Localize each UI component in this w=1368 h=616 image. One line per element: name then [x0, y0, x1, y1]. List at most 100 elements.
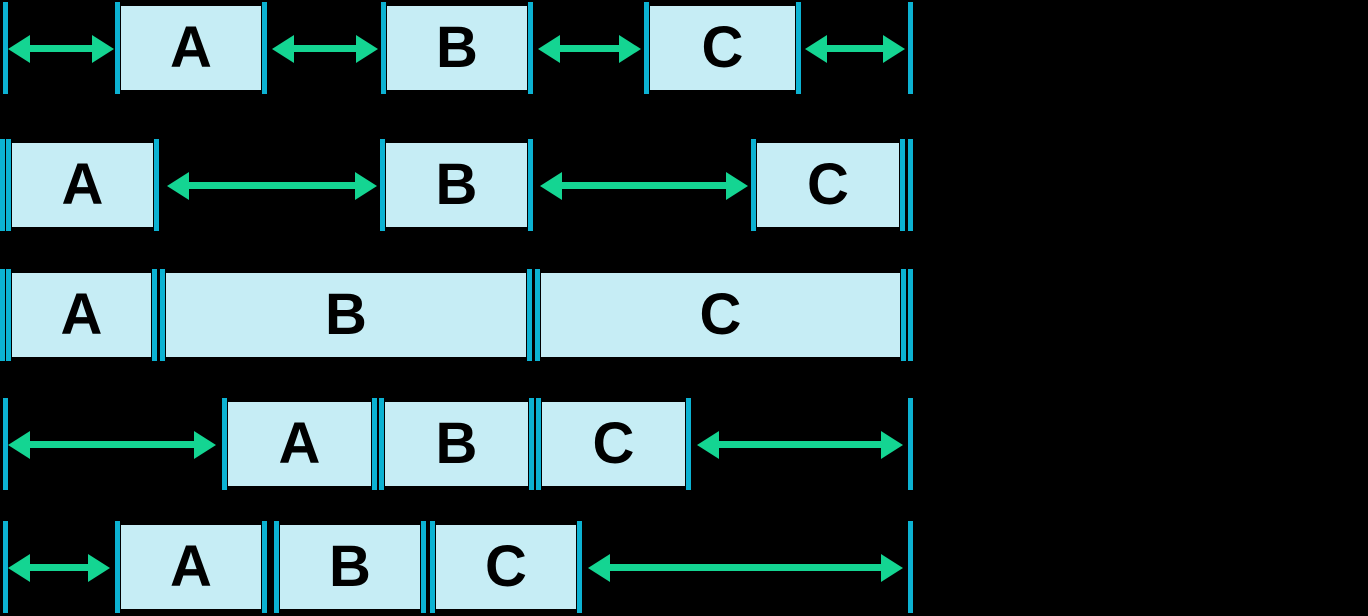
box-label: B: [435, 152, 478, 217]
box-edge-bar: [222, 398, 227, 490]
box-fill: A: [11, 141, 154, 229]
box-edge-bar: [577, 521, 582, 613]
box-fill: A: [11, 271, 152, 359]
arrow-shaft: [22, 564, 96, 571]
arrow-right-head-icon: [355, 172, 377, 200]
box-edge-bar: [528, 2, 533, 94]
chain-row-spread: A B C: [0, 2, 920, 94]
box-edge-bar: [379, 398, 384, 490]
box-edge-bar: [381, 2, 386, 94]
box-fill: A: [120, 523, 262, 611]
arrow-shaft: [552, 45, 627, 52]
chain-row-weighted: A B C: [0, 269, 920, 361]
right-anchor-bar: [908, 398, 913, 490]
box-b: B: [380, 139, 533, 231]
right-anchor-bar: [908, 139, 913, 231]
box-edge-bar: [686, 398, 691, 490]
box-a: A: [6, 139, 159, 231]
gap-arrow: [538, 35, 641, 63]
left-anchor-bar: [3, 2, 8, 94]
arrow-right-head-icon: [883, 35, 905, 63]
box-edge-bar: [527, 269, 532, 361]
arrow-left-head-icon: [272, 35, 294, 63]
box-fill: B: [279, 523, 421, 611]
box-edge-bar: [644, 2, 649, 94]
box-edge-bar: [160, 269, 165, 361]
box-edge-bar: [421, 521, 426, 613]
chain-row-packed-bias: A B C: [0, 521, 920, 613]
arrow-shaft: [602, 564, 889, 571]
box-fill: C: [649, 4, 796, 92]
box-fill: A: [227, 400, 372, 488]
right-anchor-bar: [908, 521, 913, 613]
box-label: B: [436, 15, 478, 80]
arrow-shaft: [554, 182, 734, 189]
box-edge-bar: [6, 269, 11, 361]
arrow-right-head-icon: [92, 35, 114, 63]
box-edge-bar: [262, 2, 267, 94]
chain-row-spread-inside: A B C: [0, 139, 920, 231]
box-fill: C: [435, 523, 577, 611]
left-anchor-bar: [3, 398, 8, 490]
box-fill: A: [120, 4, 262, 92]
gap-arrow: [8, 35, 114, 63]
left-anchor-bar: [3, 521, 8, 613]
box-a: A: [222, 398, 377, 490]
right-anchor-bar: [908, 269, 913, 361]
box-fill: B: [386, 4, 528, 92]
box-c: C: [644, 2, 801, 94]
box-edge-bar: [535, 269, 540, 361]
box-label: C: [592, 411, 635, 476]
box-edge-bar: [154, 139, 159, 231]
box-edge-bar: [115, 2, 120, 94]
arrow-left-head-icon: [167, 172, 189, 200]
box-edge-bar: [900, 139, 905, 231]
arrow-shaft: [286, 45, 364, 52]
box-fill: C: [540, 271, 901, 359]
box-b: B: [160, 269, 532, 361]
left-anchor-bar: [0, 269, 5, 361]
gap-arrow: [8, 554, 110, 582]
box-c: C: [751, 139, 905, 231]
arrow-right-head-icon: [726, 172, 748, 200]
box-b: B: [274, 521, 426, 613]
arrow-right-head-icon: [356, 35, 378, 63]
box-fill: C: [756, 141, 900, 229]
box-b: B: [381, 2, 533, 94]
box-label: C: [701, 15, 744, 80]
box-edge-bar: [536, 398, 541, 490]
arrow-shaft: [22, 45, 100, 52]
arrow-left-head-icon: [8, 554, 30, 582]
gap-arrow: [805, 35, 905, 63]
box-fill: B: [385, 141, 528, 229]
gap-arrow: [8, 431, 216, 459]
arrow-right-head-icon: [619, 35, 641, 63]
box-edge-bar: [901, 269, 906, 361]
box-c: C: [535, 269, 906, 361]
box-label: C: [807, 152, 849, 217]
box-label: A: [60, 282, 103, 347]
box-edge-bar: [115, 521, 120, 613]
box-fill: B: [384, 400, 529, 488]
box-label: A: [278, 411, 321, 476]
box-label: A: [170, 534, 212, 599]
arrow-right-head-icon: [881, 431, 903, 459]
box-label: B: [329, 534, 371, 599]
box-label: C: [485, 534, 527, 599]
arrow-shaft: [22, 441, 202, 448]
gap-arrow: [697, 431, 903, 459]
right-anchor-bar: [908, 2, 913, 94]
arrow-shaft: [711, 441, 889, 448]
gap-arrow: [272, 35, 378, 63]
box-label: C: [699, 282, 742, 347]
box-b: B: [379, 398, 534, 490]
arrow-left-head-icon: [588, 554, 610, 582]
box-edge-bar: [751, 139, 756, 231]
arrow-shaft: [819, 45, 891, 52]
chain-row-packed: A B C: [0, 398, 920, 490]
box-label: B: [325, 282, 367, 347]
box-edge-bar: [528, 139, 533, 231]
box-edge-bar: [262, 521, 267, 613]
box-edge-bar: [796, 2, 801, 94]
